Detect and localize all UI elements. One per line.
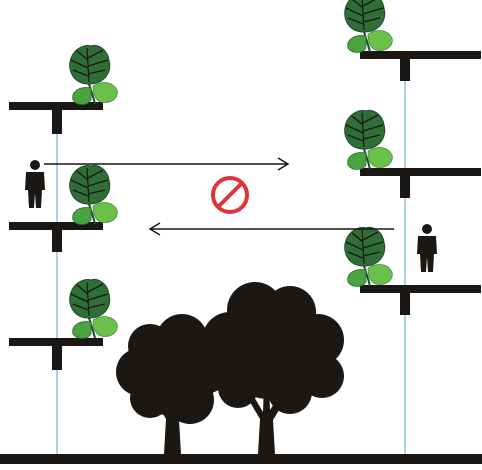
left-balcony-1	[9, 102, 103, 134]
left-balcony-3	[9, 338, 103, 370]
monstera-leaf-icon	[68, 278, 119, 340]
tree-silhouette-icon	[116, 282, 344, 454]
sight-line-right-to-left	[148, 222, 394, 236]
person-icon	[25, 160, 45, 208]
right-balcony-3	[360, 285, 481, 315]
left-balcony-2	[9, 222, 103, 252]
monstera-leaf-icon	[343, 226, 394, 288]
monstera-leaf-icon	[68, 164, 119, 226]
prohibited-icon	[211, 176, 249, 214]
monstera-leaf-icon	[68, 44, 119, 106]
person-icon	[417, 224, 437, 272]
sight-line-left-to-right	[44, 157, 290, 171]
monstera-leaf-icon	[343, 109, 394, 171]
ground-line	[0, 454, 482, 464]
monstera-leaf-icon	[343, 0, 394, 54]
right-balcony-2	[360, 168, 481, 198]
right-balcony-1	[360, 51, 481, 81]
